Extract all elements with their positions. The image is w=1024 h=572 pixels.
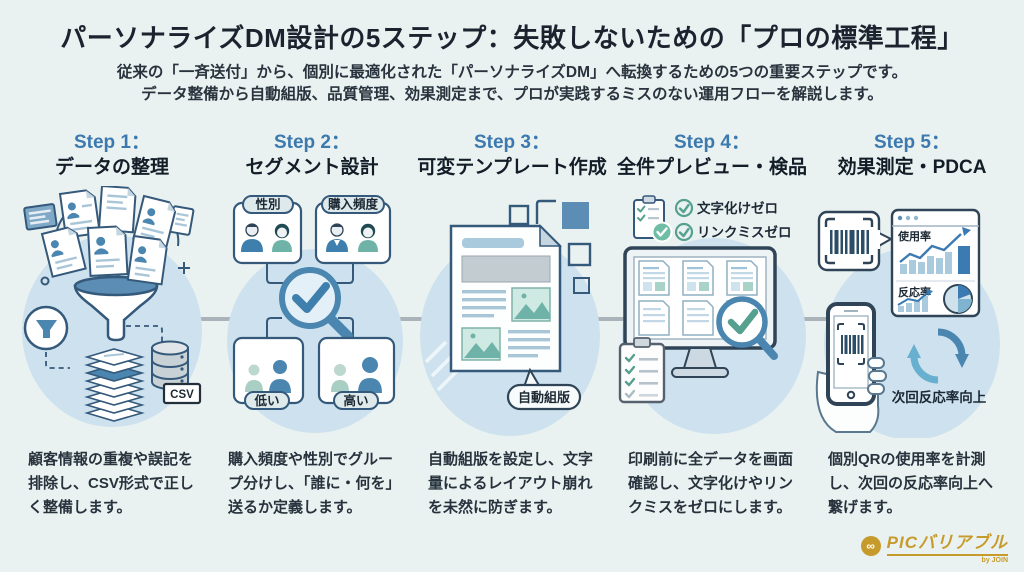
step3-description: 自動組版を設定し、文字量によるレイアウト崩れを未然に防ぎます。 (428, 451, 594, 516)
pdca-cycle-icon (907, 328, 969, 384)
clipboard-check-icon (633, 195, 673, 243)
brand-name: PICバリアブル (886, 528, 1008, 556)
svg-text:CSV: CSV (170, 389, 194, 401)
checklist-clipboard-icon (618, 337, 666, 404)
step4-name: 全件プレビュー・検品 (616, 157, 807, 178)
template-illustration: 自動組版 (420, 199, 600, 436)
funnel-icon (73, 275, 159, 342)
step1-description: 顧客情報の重複や誤記を排除し、CSV形式で正しく整備します。 (28, 451, 194, 516)
doc-thumbnail (682, 300, 714, 336)
next-cycle-caption: 次回反応率向上 (892, 389, 987, 405)
step5-description: 個別QRの使用率を計測し、次回の反応率向上へ繋げます。 (828, 451, 994, 516)
customer-doc-icons (40, 186, 177, 286)
svg-text:購入頻度: 購入頻度 (327, 197, 379, 212)
pie-chart-icon (943, 284, 973, 314)
svg-text:高い: 高い (343, 393, 368, 408)
image-placeholder-icon (511, 287, 551, 322)
doc-thumbnail (638, 300, 670, 336)
auto-layout-bubble: 自動組版 (506, 367, 582, 411)
step2-illustration: 性別 購入頻度 (212, 186, 412, 438)
step5-name: 効果測定・PDCA (837, 157, 987, 178)
low-group-box: 低い (232, 336, 305, 410)
csv-tag: CSV (162, 382, 202, 405)
dm-template-doc (449, 224, 562, 373)
subtitle-line-1: 従来の「一斉送付」から、個別に最適化された「パーソナライズDM」へ転換するための… (116, 64, 908, 81)
step5-label: Step 5： (873, 132, 951, 153)
barcode-icon (830, 230, 869, 254)
svg-text:使用率: 使用率 (897, 229, 931, 243)
brand-subtext: by JOIN (981, 557, 1008, 564)
frequency-group-box: 購入頻度 (314, 195, 392, 265)
magnifier-check-icon (716, 296, 778, 360)
filter-icon (23, 305, 69, 351)
svg-text:自動組版: 自動組版 (518, 390, 570, 405)
subtitle-line-2: データ整備から自動組版、品質管理、効果測定まで、プロが実践するミスのない運用フロ… (141, 86, 883, 103)
step-column-2: Step 2： セグメント設計 性別 (212, 131, 412, 520)
doc-thumbnail (638, 260, 670, 296)
step3-name: 可変テンプレート作成 (417, 157, 607, 178)
usage-chart-icon (899, 227, 971, 274)
step-column-3: Step 3： 可変テンプレート作成 (412, 131, 612, 520)
layout-blocks-icon (508, 199, 592, 294)
step1-illustration: CSV (12, 186, 212, 438)
step-column-1: Step 1： データの整理 (12, 131, 212, 520)
svg-text:リンクミスゼロ: リンクミスゼロ (697, 224, 792, 240)
zero-linkmiss-row: リンクミスゼロ (674, 222, 792, 242)
step4-label: Step 4： (673, 132, 751, 153)
step4-illustration: 文字化けゼロ リンクミスゼロ (612, 186, 812, 438)
step3-illustration: 自動組版 (412, 186, 612, 438)
preview-check-illustration: 文字化けゼロ リンクミスゼロ (618, 195, 806, 434)
steps-row: Step 1： データの整理 (12, 131, 1012, 520)
step2-description: 購入頻度や性別でグループ分けし、「誰に・何を」送るか定義します。 (228, 451, 394, 516)
zero-mojibake-row: 文字化けゼロ (674, 198, 778, 218)
svg-text:文字化けゼロ: 文字化けゼロ (697, 200, 778, 216)
database-icon (151, 340, 189, 390)
analytics-window: 使用率 反応率 (890, 208, 981, 318)
step2-name: セグメント設計 (245, 157, 379, 178)
svg-text:低い: 低い (253, 393, 279, 408)
brand-logo-icon: ∞ (860, 536, 881, 556)
page-title: パーソナライズDM設計の5ステップ：失敗しないための「プロの標準工程」 (60, 23, 964, 53)
doc-thumbnail (726, 260, 758, 296)
segment-design-illustration: 性別 購入頻度 (227, 195, 403, 433)
measurement-illustration: 使用率 反応率 (815, 208, 1000, 438)
step-column-5: Step 5： 効果測定・PDCA (812, 131, 1012, 520)
step-column-4: Step 4： 全件プレビュー・検品 (612, 131, 812, 520)
paper-stack-icon (84, 348, 145, 422)
brand-logo: ∞ PICバリアブル by JOIN (860, 528, 1008, 564)
data-card-icon (23, 203, 58, 231)
step5-illustration: 使用率 反応率 (812, 186, 1012, 438)
gender-group-box: 性別 (232, 195, 303, 265)
step2-label: Step 2： (273, 132, 351, 153)
svg-text:性別: 性別 (254, 197, 280, 212)
magnifier-check-icon (279, 267, 353, 341)
step1-label: Step 1： (73, 132, 151, 153)
step4-description: 印刷前に全データを画面確認し、文字化けやリンクミスをゼロにします。 (628, 451, 794, 516)
step3-label: Step 3： (473, 132, 551, 153)
barcode-icon (841, 335, 864, 354)
header: パーソナライズDM設計の5ステップ：失敗しないための「プロの標準工程」 従来の「… (0, 12, 1024, 105)
qr-bubble-icon (817, 210, 894, 272)
doc-thumbnail (682, 260, 714, 296)
phone-in-hand-icon (815, 302, 887, 433)
data-cleanup-illustration: CSV (22, 186, 202, 427)
high-group-box: 高い (317, 336, 396, 410)
image-placeholder-icon (461, 327, 501, 361)
step1-name: データの整理 (54, 157, 169, 178)
response-chart-icon (897, 289, 933, 312)
